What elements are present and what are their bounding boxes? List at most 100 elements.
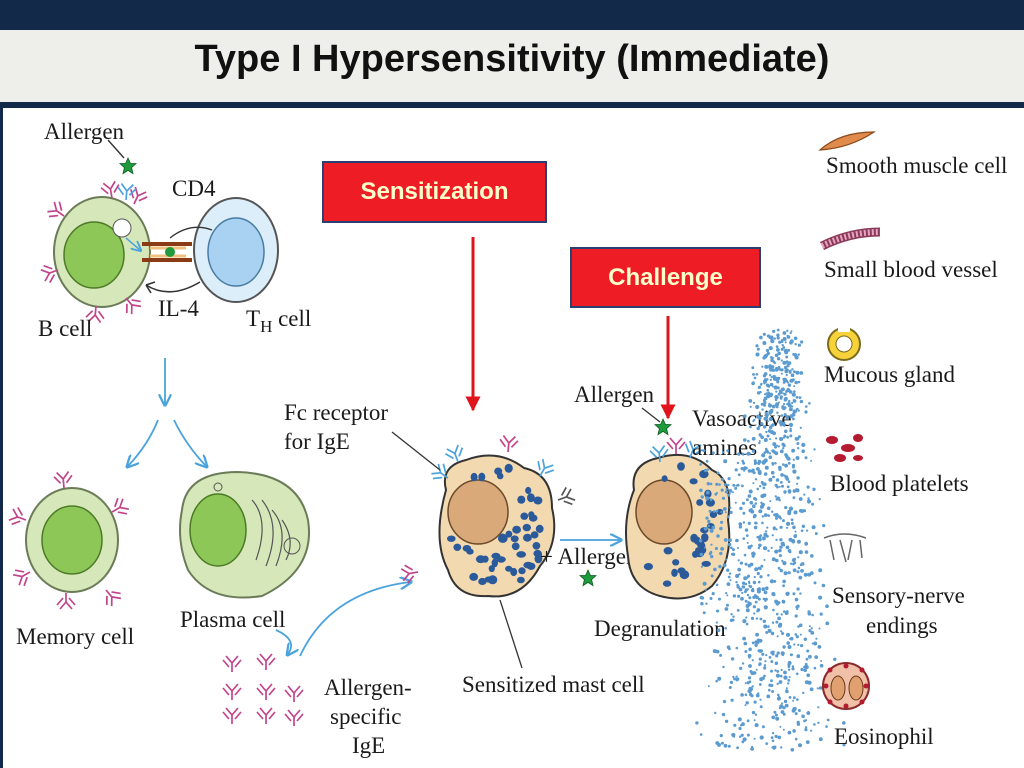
legend-label-mucous-gland: Mucous gland bbox=[824, 362, 955, 387]
granule bbox=[709, 511, 718, 518]
granule bbox=[671, 568, 678, 577]
blood-vessel-icon bbox=[819, 227, 881, 251]
granule bbox=[518, 567, 526, 575]
granule bbox=[466, 548, 474, 555]
granule bbox=[505, 530, 513, 538]
cd4-label: CD4 bbox=[172, 176, 216, 201]
granule bbox=[520, 512, 529, 520]
granule bbox=[491, 558, 498, 568]
title-divider bbox=[0, 102, 1024, 108]
memory-cell bbox=[7, 470, 132, 610]
header-bar bbox=[0, 0, 1024, 30]
memory-cell-label: Memory cell bbox=[16, 624, 134, 649]
granule bbox=[487, 575, 498, 585]
nerve-endings-icon bbox=[823, 533, 867, 563]
allergen-specific-label-2: specific bbox=[330, 704, 402, 729]
granule bbox=[475, 555, 486, 564]
granule bbox=[643, 563, 654, 571]
granule bbox=[504, 463, 513, 473]
granule bbox=[478, 472, 486, 482]
allergen-specific-label-3: IgE bbox=[352, 733, 385, 758]
granule bbox=[672, 559, 680, 566]
granule bbox=[705, 498, 716, 507]
granule bbox=[527, 493, 535, 503]
ige-antibodies bbox=[222, 653, 304, 727]
left-border bbox=[0, 108, 3, 768]
plasma-cell-label: Plasma cell bbox=[180, 607, 285, 632]
fc-receptor-label-2: for IgE bbox=[284, 429, 350, 454]
granule bbox=[478, 577, 487, 586]
granule bbox=[517, 576, 525, 584]
legend-label-eosinophil: Eosinophil bbox=[834, 724, 934, 749]
granule bbox=[535, 524, 544, 534]
granule bbox=[496, 556, 506, 563]
granule bbox=[677, 567, 686, 574]
sensitized-mast-cell-label: Sensitized mast cell bbox=[462, 672, 645, 697]
plasma-cell bbox=[179, 470, 310, 599]
legend-label-platelets: Blood platelets bbox=[830, 471, 969, 496]
granule bbox=[516, 551, 527, 558]
granule bbox=[447, 535, 456, 542]
challenge-callout: Challenge bbox=[570, 247, 761, 308]
sensitization-callout: Sensitization bbox=[322, 161, 547, 223]
il4-label: IL-4 bbox=[158, 296, 199, 321]
granule bbox=[696, 499, 704, 506]
platelets-icon bbox=[826, 434, 863, 462]
granule bbox=[526, 562, 536, 570]
allergen-specific-label-1: Allergen- bbox=[324, 675, 412, 700]
legend-label-smooth-muscle: Smooth muscle cell bbox=[826, 153, 1007, 178]
vasoactive-label-1: Vasoactive bbox=[692, 406, 792, 431]
granule bbox=[512, 525, 521, 534]
degranulation-label: Degranulation bbox=[594, 616, 726, 641]
legend-label-nerve-2: endings bbox=[866, 613, 938, 638]
granule bbox=[701, 533, 709, 543]
th-cell-label: TH cell bbox=[246, 306, 311, 336]
granule bbox=[510, 535, 519, 543]
granule bbox=[677, 462, 685, 471]
granule bbox=[689, 478, 698, 485]
b-cell bbox=[39, 179, 151, 324]
granule bbox=[692, 550, 699, 558]
sensitized-mast-cell bbox=[428, 434, 577, 598]
granule bbox=[494, 467, 503, 475]
allergen-right-icon bbox=[654, 418, 672, 436]
allergen-plus-icon bbox=[579, 569, 597, 586]
granule bbox=[661, 475, 668, 482]
granule bbox=[533, 496, 543, 505]
vasoactive-label-2: amines bbox=[692, 435, 757, 460]
smooth-muscle-icon bbox=[818, 131, 876, 151]
granule bbox=[662, 580, 672, 587]
granule bbox=[528, 511, 535, 519]
b-cell-label: B cell bbox=[38, 316, 92, 341]
th-cell bbox=[193, 197, 279, 303]
granule bbox=[470, 472, 478, 482]
granule bbox=[663, 547, 673, 555]
granule bbox=[453, 543, 462, 551]
granule bbox=[530, 531, 539, 539]
allergen-top-label: Allergen bbox=[44, 119, 125, 144]
granule bbox=[523, 533, 532, 542]
granule bbox=[522, 523, 531, 532]
title-band bbox=[0, 30, 1024, 102]
granule bbox=[510, 567, 518, 577]
granule bbox=[716, 508, 724, 515]
granule bbox=[517, 495, 526, 504]
granule bbox=[690, 533, 698, 543]
granule bbox=[701, 560, 711, 567]
vasoactive-amine-dots bbox=[695, 328, 846, 752]
granule bbox=[532, 542, 541, 550]
granule bbox=[469, 572, 479, 581]
legend-label-nerve-1: Sensory-nerve bbox=[832, 583, 965, 608]
granule bbox=[488, 565, 495, 573]
allergen-right-label: Allergen bbox=[574, 382, 655, 407]
granule bbox=[525, 486, 532, 495]
granule bbox=[534, 554, 543, 564]
eosinophil-icon bbox=[822, 662, 870, 710]
degranulating-mast-cell bbox=[625, 437, 731, 600]
mucous-gland-icon bbox=[827, 324, 861, 361]
granule bbox=[505, 565, 513, 572]
granule bbox=[499, 533, 506, 540]
granule bbox=[511, 542, 520, 551]
fc-receptor-label-1: Fc receptor bbox=[284, 400, 388, 425]
